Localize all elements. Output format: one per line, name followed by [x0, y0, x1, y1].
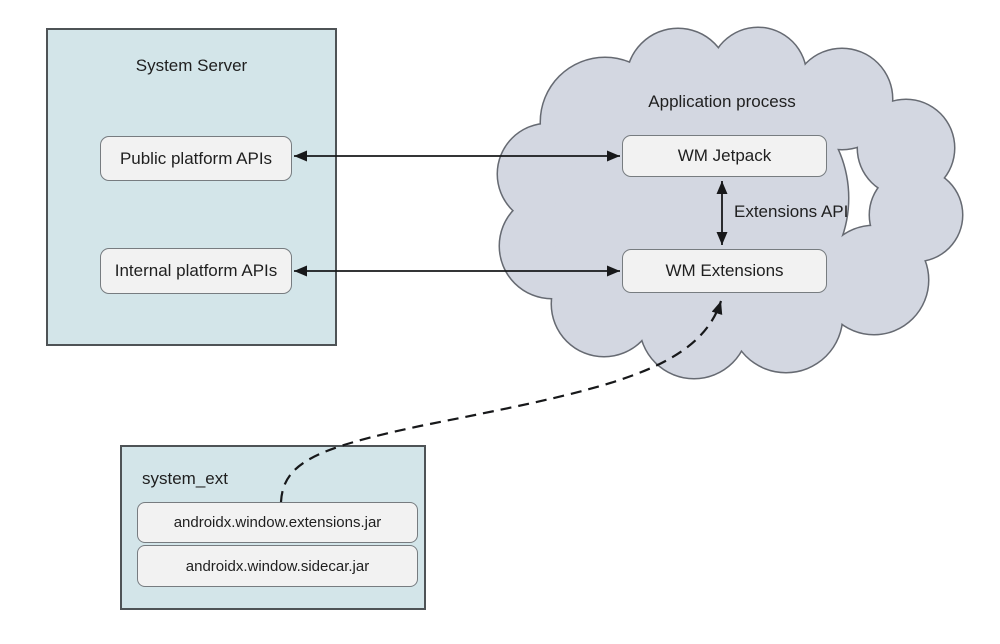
application-process-title: Application process — [648, 92, 796, 111]
node-public-platform-apis: Public platform APIs — [100, 136, 292, 181]
dashed-connector-extensions-jar-wm-extensions — [279, 300, 723, 503]
application-process-cloud — [496, 26, 964, 380]
node-androidx-window-sidecar-jar: androidx.window.sidecar.jar — [137, 545, 418, 587]
extensions-api-label: Extensions API — [734, 202, 849, 221]
system-server-title: System Server — [135, 56, 248, 75]
node-wm-jetpack: WM Jetpack — [622, 135, 827, 177]
node-androidx-window-extensions-jar: androidx.window.extensions.jar — [137, 502, 418, 543]
system-ext-title: system_ext — [142, 469, 228, 488]
node-internal-platform-apis: Internal platform APIs — [100, 248, 292, 294]
node-wm-extensions: WM Extensions — [622, 249, 827, 293]
